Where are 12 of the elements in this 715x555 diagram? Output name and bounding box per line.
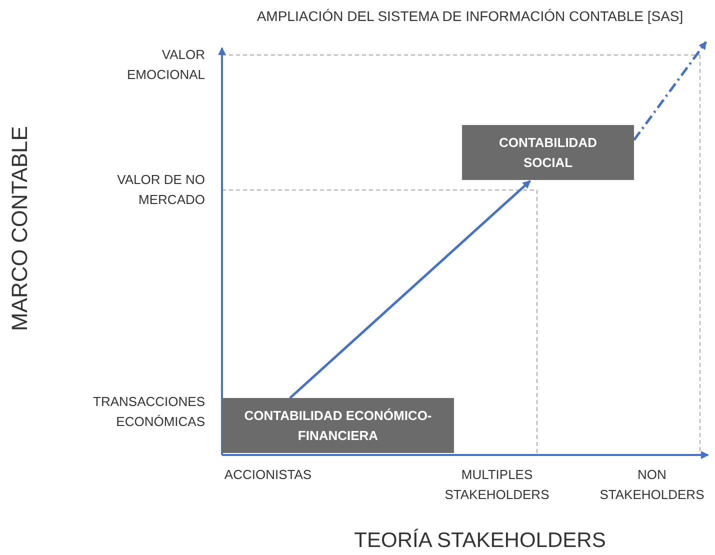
axis-tick-label: VALOR DE NO MERCADO	[116, 171, 205, 209]
axis-title: TEORÍA STAKEHOLDERS	[353, 528, 607, 554]
arrow	[289, 180, 531, 399]
process-box: CONTABILIDAD ECONÓMICO-FINANCIERA	[222, 398, 454, 453]
arrow	[633, 41, 707, 141]
axis-tick-label: ACCIONISTAS	[223, 466, 313, 484]
axis-tick-label: MULTIPLES STAKEHOLDERS	[444, 466, 550, 504]
process-box: CONTABILIDAD SOCIAL	[462, 125, 634, 180]
axis-tick-label: NON STAKEHOLDERS	[598, 466, 706, 504]
axis-tick-label: TRANSACCIONES ECONÓMICAS	[92, 393, 205, 431]
chart-title: AMPLIACIÓN DEL SISTEMA DE INFORMACIÓN CONTABLE [SAS]	[256, 7, 684, 26]
axis-tick-label: VALOR EMOCIONAL	[126, 46, 205, 84]
